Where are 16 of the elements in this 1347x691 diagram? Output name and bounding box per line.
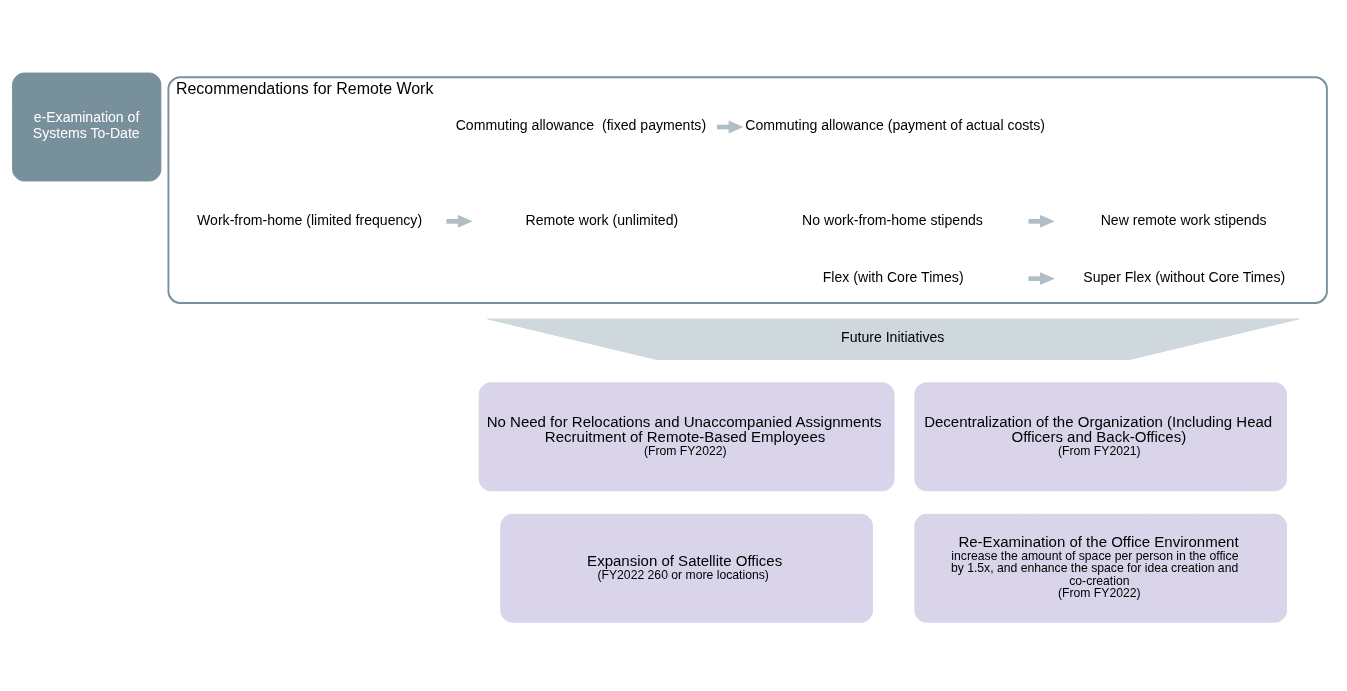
node-text: Flex (with Core Times) (822, 268, 964, 285)
node-box: Re-Examination of the Office Environment increase the amount of space per person in the office by 1.5x, and enhance the space for idea creation and co-creation (From FY2022) (914, 513, 1287, 623)
node-box: No Need for Relocations and Unaccompanied Assignments Recruitment of Remote-Based Employees (From FY2022) (478, 381, 895, 491)
node-box: e-Examination of Systems To-Date (12, 72, 162, 181)
node-text: No work-from-home stipends (802, 211, 983, 228)
node-text: Work-from-home (limited frequency) (197, 211, 423, 228)
arrow (1028, 271, 1055, 285)
node-box: Expansion of Satellite Offices (FY2022 260 or more locations) (500, 513, 873, 623)
node-text: Commuting allowance (payment of actual costs) (745, 116, 1046, 133)
node-text: Super Flex (without Core Times) (1083, 268, 1286, 285)
arrow (1028, 214, 1055, 228)
node-text: New remote work stipends (1100, 211, 1267, 228)
node-text: Remote work (unlimited) (525, 211, 679, 228)
node-box: Decentralization of the Organization (Including Head Officers and Back-Offices) (From FY2021) (914, 381, 1287, 491)
arrow (446, 214, 473, 228)
node-text: Commuting allowance (fixed payments) (455, 116, 707, 133)
